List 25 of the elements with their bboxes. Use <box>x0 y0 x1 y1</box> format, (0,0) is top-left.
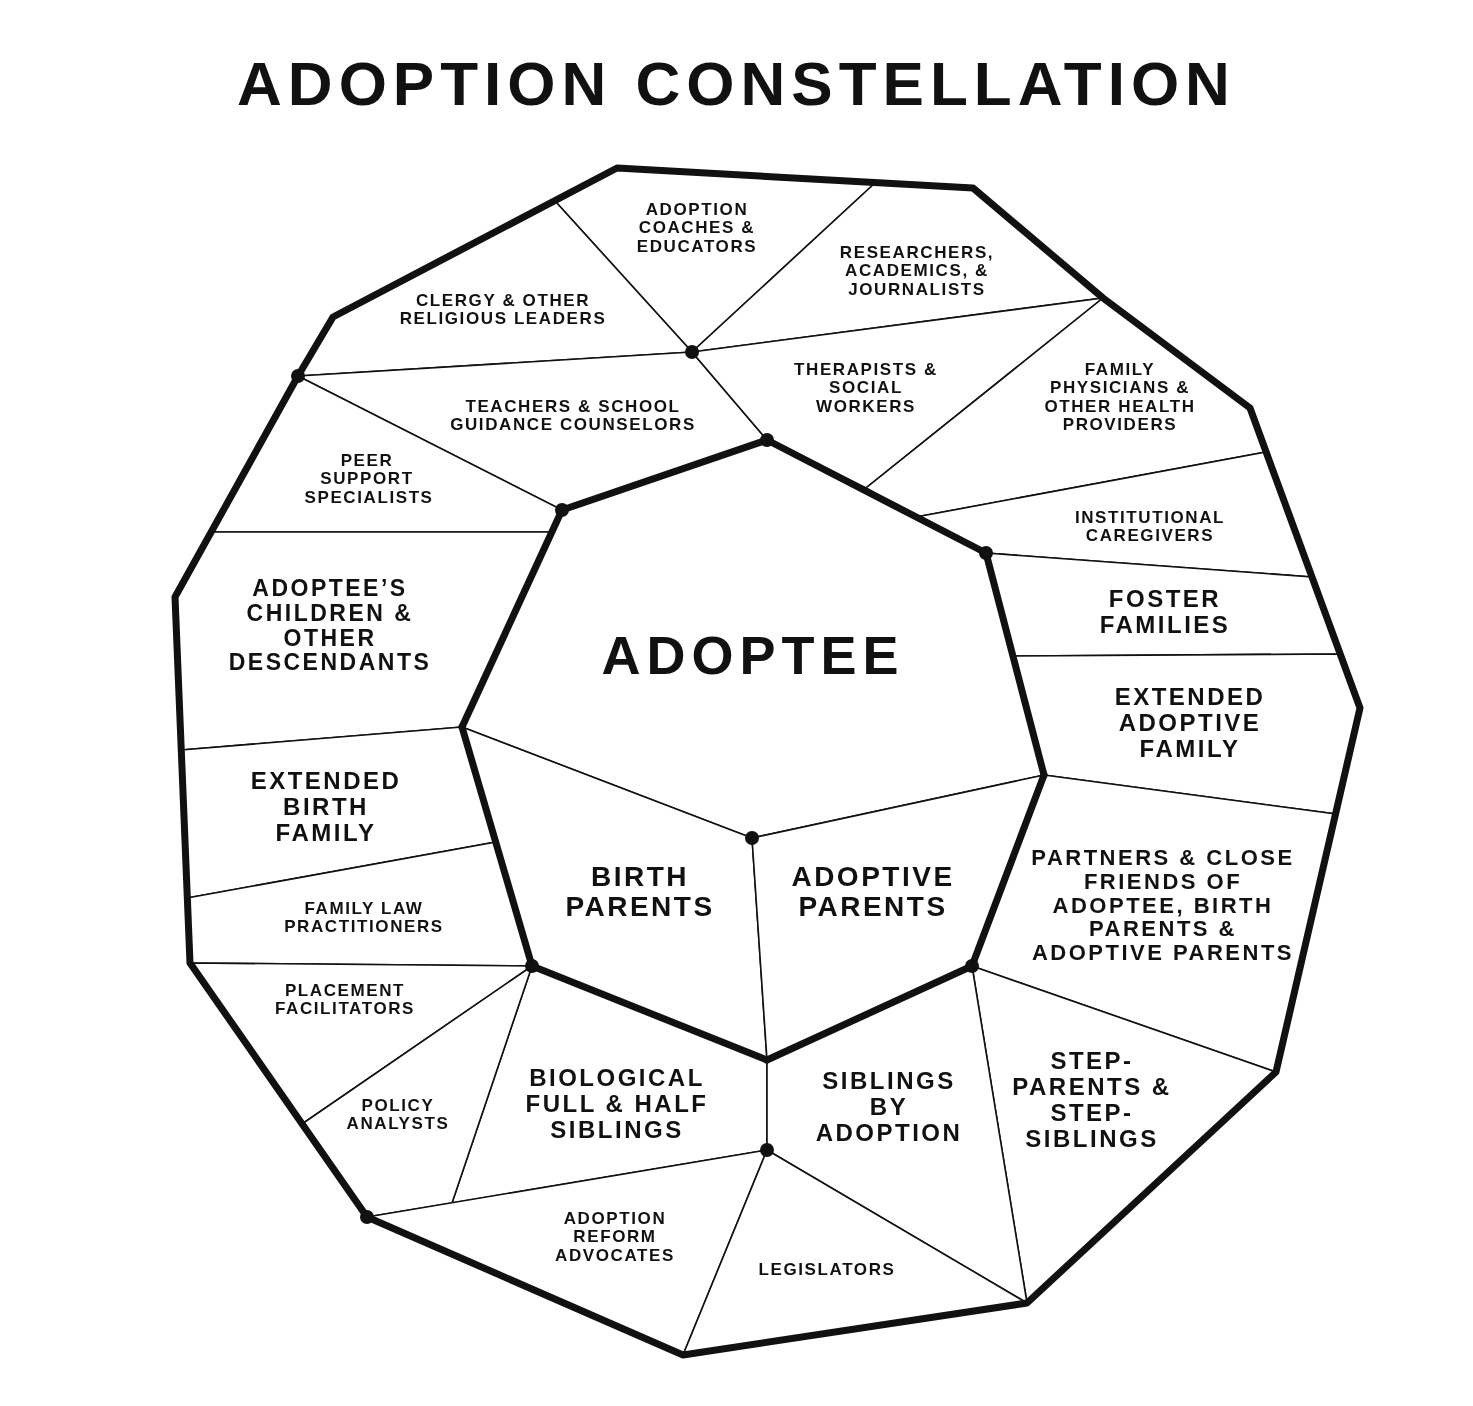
segment-label: ADOPTIVE PARENTS <box>790 861 956 923</box>
segment-label: THERAPISTS & SOCIAL WORKERS <box>793 361 939 417</box>
segment-label: STEP-PARENTS & STEP-SIBLINGS <box>1011 1048 1173 1152</box>
segment-label: RESEARCHERS, ACADEMICS, & JOURNALISTS <box>838 244 996 300</box>
segment-label: ADOPTEE <box>600 625 906 685</box>
segment-label: PARTNERS & CLOSE FRIENDS OF ADOPTEE, BIRTH PARENTS & ADOPTIVE PARENTS <box>1030 845 1296 965</box>
segment-label: TEACHERS & SCHOOL GUIDANCE COUNSELORS <box>449 397 697 435</box>
segment-label: EXTENDED ADOPTIVE FAMILY <box>1113 684 1267 762</box>
segment-label: POLICY ANALYSTS <box>345 1096 451 1134</box>
segment-label: ADOPTEE’S CHILDREN & OTHER DESCENDANTS <box>227 576 433 676</box>
segment-label: ADOPTION COACHES & EDUCATORS <box>635 201 759 257</box>
segment-label: LEGISLATORS <box>757 1260 897 1280</box>
segment-label: SIBLINGS BY ADOPTION <box>814 1068 964 1146</box>
segment-label: INSTITUTIONAL CAREGIVERS <box>1073 508 1227 546</box>
segment-label: CLERGY & OTHER RELIGIOUS LEADERS <box>398 291 608 329</box>
diagram-title: ADOPTION CONSTELLATION <box>236 48 1237 119</box>
segment-label: FAMILY LAW PRACTITIONERS <box>283 899 445 937</box>
segment-label: EXTENDED BIRTH FAMILY <box>249 768 403 846</box>
segment-label: BIOLOGICAL FULL & HALF SIBLINGS <box>524 1065 710 1143</box>
segment-label: FAMILY PHYSICIANS & OTHER HEALTH PROVIDERS <box>1043 361 1197 435</box>
segment-label: ADOPTION REFORM ADVOCATES <box>554 1210 676 1266</box>
segment-label: PLACEMENT FACILITATORS <box>273 981 417 1019</box>
segment-label: PEER SUPPORT SPECIALISTS <box>304 452 430 508</box>
segment-label: BIRTH PARENTS <box>564 861 716 923</box>
segment-label: FOSTER FAMILIES <box>1098 586 1232 638</box>
